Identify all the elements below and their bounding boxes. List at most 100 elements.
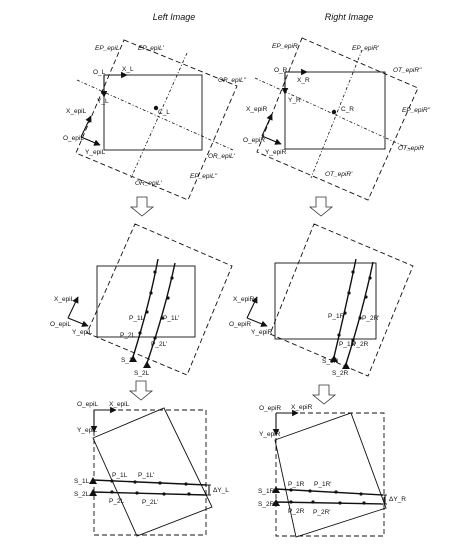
s2-label: S_2R (332, 370, 349, 377)
p2-prime-label: P_2L' (142, 499, 158, 506)
original-image-frame (103, 74, 203, 151)
point (170, 276, 174, 280)
s2-label: S_2L (134, 370, 150, 377)
point (289, 500, 293, 504)
x-epi-label: X_epiR (246, 106, 268, 113)
o-epi-label: O_epiL (50, 321, 71, 328)
ep-top-label: EP_epiR (272, 43, 298, 50)
o-epi-label: O_epiL (63, 135, 84, 142)
point (362, 501, 366, 505)
y-epi-label: Y_epiL (85, 149, 106, 156)
x-epi-label: X_epiR (233, 296, 255, 303)
y-epi-label: Y_epiR (251, 329, 273, 336)
y-epi-axis-arrow (261, 135, 282, 145)
rotated-image-frame (92, 407, 213, 537)
p2-label: P_2L (120, 332, 136, 339)
s2-label: S_2R (258, 501, 275, 508)
original-image-frame (284, 71, 386, 150)
s1-label: S_1R (322, 358, 339, 365)
point (359, 492, 363, 496)
row2-left-panel: X_epiL O_epiL Y_epiL P_1L P_1L' P_2L P_2… (50, 223, 233, 377)
point (158, 481, 162, 485)
point (368, 276, 372, 280)
delta-y-label: ΔY_R (389, 496, 406, 503)
point (351, 338, 355, 342)
s2-label: S_2L (74, 491, 90, 498)
p2-label: P_2R (352, 341, 369, 348)
y-label: Y_L (97, 98, 109, 105)
o-epi-label: O_epiL (77, 401, 98, 408)
o-epi-label: O_epiR (259, 405, 281, 412)
o-epi-label: O_epiR (229, 321, 251, 328)
point (364, 295, 368, 299)
epipolar-line-1 (275, 488, 384, 496)
row3-left-panel: O_epiL X_epiL Y_epiL S_1L S_2L P_1L P_1L… (74, 401, 229, 537)
x-epi-label: X_epiL (109, 401, 130, 408)
center-label: C_L (158, 109, 170, 116)
s1-label: S_1L (74, 478, 90, 485)
start-triangle-1 (129, 355, 137, 362)
point (184, 482, 188, 486)
y-epi-label: Y_epiR (259, 431, 281, 438)
o-label: O_L (93, 69, 106, 76)
x-epi-axis-arrow (261, 113, 273, 137)
y-epi-axis-arrow (67, 317, 89, 327)
o-epi-label: O_epiR (243, 137, 265, 144)
row3-right-panel: O_epiR X_epiR Y_epiR S_1R S_2R P_1R P_1R… (258, 404, 406, 538)
epipolar-curve-1 (132, 258, 159, 358)
or-right-label: OR_epiL'' (218, 77, 247, 84)
epipolar-frame-dashed (275, 412, 385, 537)
y-epi-axis-arrow (80, 136, 101, 146)
start-triangle-1 (89, 477, 97, 484)
ep-top-prime-label: EP_epiR' (352, 45, 380, 52)
point (343, 311, 347, 315)
point (162, 492, 166, 496)
point (138, 331, 142, 335)
y-epi-label: Y_epiL (77, 427, 98, 434)
p1-label: P_1L (112, 472, 128, 479)
down-arrow-icon (308, 196, 334, 217)
x-epi-label: X_epiL (54, 296, 75, 303)
start-triangle-2 (89, 489, 97, 496)
p1-label: P_1R (339, 341, 356, 348)
point (110, 479, 114, 483)
perpendicular-line (130, 52, 188, 179)
epipolar-curve-2 (345, 261, 374, 365)
epipolar-frame-dashed (86, 223, 233, 376)
p2-label: P_2R (288, 508, 305, 515)
down-arrow-icon (129, 196, 155, 217)
y-epi-axis-arrow (246, 317, 268, 327)
y-epi-label: Y_epiL (72, 329, 93, 336)
point (166, 296, 170, 300)
point (347, 291, 351, 295)
o-label: O_R (274, 67, 288, 74)
ot-right-label: OT_epiR'' (393, 67, 422, 74)
or-bottom-label: OR_epiL' (135, 180, 163, 187)
point (133, 480, 137, 484)
epipolar-frame-dashed (93, 409, 207, 536)
x-epi-axis-arrow (67, 296, 79, 319)
point (308, 489, 312, 493)
x-epi-label: X_epiR (291, 404, 313, 411)
start-triangle-2 (143, 361, 151, 368)
resampled-image-frame (274, 262, 377, 340)
s1-label: S_1R (258, 488, 275, 495)
ep-right-label: EP_epiR'' (402, 107, 431, 114)
point (145, 310, 149, 314)
ot-right-low-label: OT_epiR (398, 145, 424, 152)
point (153, 336, 157, 340)
resampled-image-frame (96, 265, 196, 338)
point (187, 492, 191, 496)
p2-label: P_2L (109, 498, 125, 505)
point (160, 316, 164, 320)
p1-prime-label: P_1L' (138, 472, 154, 479)
p2-prime-label: P_2R' (313, 509, 331, 516)
perpendicular-line (310, 49, 363, 179)
p2-prime-label: P_2R' (362, 315, 380, 322)
row1-right-panel: EP_epiR EP_epiR' O_R X_R Y_R C_R X_epiR … (243, 37, 431, 201)
p1-label: P_1L (129, 315, 145, 322)
p1-prime-label: P_1L' (163, 315, 179, 322)
rotated-image-frame (274, 412, 387, 538)
x-epi-axis-arrow (80, 115, 92, 138)
ep-top-label: EP_epiL (95, 45, 120, 52)
